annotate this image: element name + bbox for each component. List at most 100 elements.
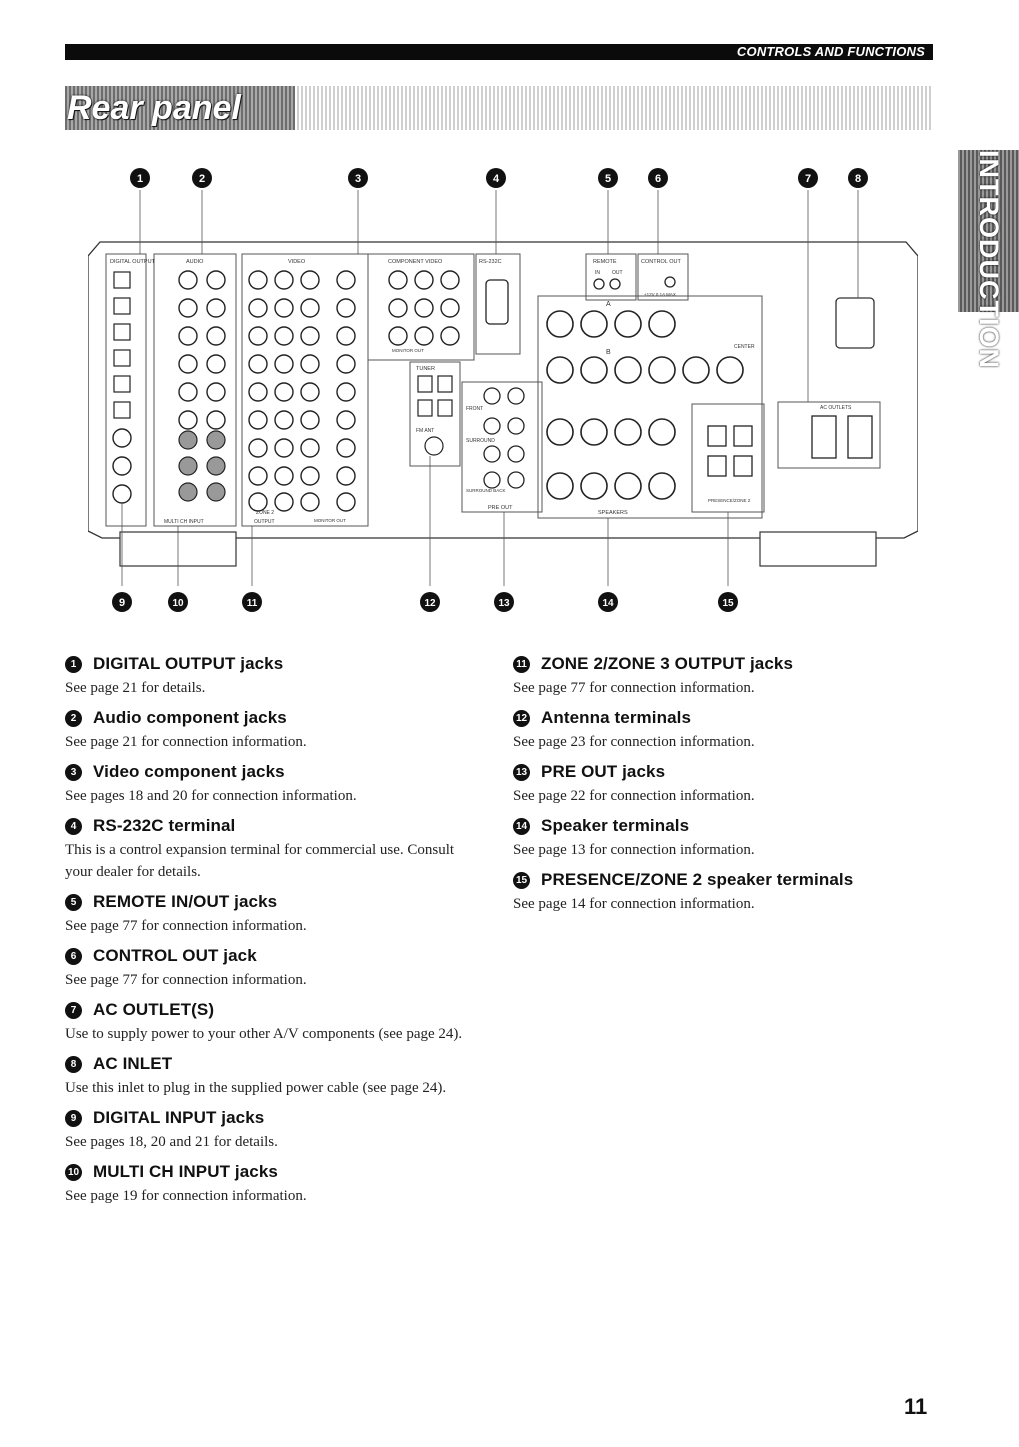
item-title: DIGITAL INPUT jacks (93, 1108, 265, 1127)
callout-1-label: 1 (137, 173, 143, 185)
ac-outlets-panel (777, 401, 881, 469)
label-surround: SURROUND (466, 438, 495, 444)
callout-15-label: 15 (722, 598, 734, 609)
video-jacks (248, 270, 356, 512)
callout-4: 4 (486, 168, 506, 188)
label-b: B (606, 349, 611, 356)
item-description: See pages 18 and 20 for connection infor… (65, 788, 357, 804)
item-description: This is a control expansion terminal for… (65, 842, 455, 880)
label-center: CENTER (734, 344, 755, 350)
side-tab-label: INTRODUCTION (974, 150, 1004, 369)
callout-6: 6 (648, 168, 668, 188)
callout-4-label: 4 (493, 173, 500, 185)
callout-12-label: 12 (424, 598, 436, 609)
item-number: 2 (65, 709, 82, 727)
label-front: FRONT (466, 406, 483, 412)
foot-right (759, 531, 877, 567)
item-title: Video component jacks (93, 762, 285, 781)
item-number: 9 (65, 1109, 82, 1127)
callout-6-label: 6 (655, 173, 661, 185)
label-rs232c: RS-232C (479, 259, 502, 265)
callout-2-label: 2 (199, 173, 205, 185)
label-digital-output: DIGITAL OUTPUT (110, 259, 156, 265)
label-tuner: TUNER (416, 366, 435, 372)
item-number: 15 (513, 871, 530, 889)
pre-out-panel (461, 381, 543, 513)
item-title: ZONE 2/ZONE 3 OUTPUT jacks (541, 654, 793, 673)
item-presence-zone2: 15 PRESENCE/ZONE 2 speaker terminals See … (513, 869, 933, 915)
item-description: See page 14 for connection information. (513, 896, 755, 912)
callout-5-label: 5 (605, 173, 611, 185)
digital-output-jacks (113, 271, 131, 419)
label-component-video: COMPONENT VIDEO (388, 259, 443, 265)
label-video: VIDEO (288, 259, 306, 265)
item-number: 1 (65, 655, 82, 673)
callout-2: 2 (192, 168, 212, 188)
callout-5: 5 (598, 168, 618, 188)
control-out-jack (664, 276, 676, 288)
rs232c-panel (475, 253, 521, 355)
item-number: 4 (65, 817, 82, 835)
item-description: See page 23 for connection information. (513, 734, 755, 750)
callout-11-label: 11 (247, 598, 258, 609)
callout-9-label: 9 (119, 597, 125, 609)
label-speakers: SPEAKERS (598, 510, 628, 516)
callout-3: 3 (348, 168, 368, 188)
item-title: REMOTE IN/OUT jacks (93, 892, 278, 911)
item-title: PRESENCE/ZONE 2 speaker terminals (541, 870, 854, 889)
callout-11: 11 (242, 592, 262, 612)
speakers-panel (537, 295, 763, 519)
item-title: AC OUTLET(S) (93, 1000, 215, 1019)
item-description: See page 19 for connection information. (65, 1188, 307, 1204)
label-monitor-out-2: MONITOR OUT (314, 518, 346, 523)
item-number: 6 (65, 947, 82, 965)
page-title: Rear panel (67, 89, 241, 127)
label-multi-ch-input: MULTI CH INPUT (164, 519, 204, 525)
item-description: See page 77 for connection information. (65, 972, 307, 988)
item-title: Audio component jacks (93, 708, 287, 727)
label-a: A (606, 301, 611, 308)
remote-jacks (593, 278, 621, 290)
item-number: 5 (65, 893, 82, 911)
callout-1: 1 (130, 168, 150, 188)
label-control-out: CONTROL OUT (641, 259, 681, 265)
callout-3-label: 3 (355, 173, 361, 185)
item-video-component: 3 Video component jacks See pages 18 and … (65, 761, 485, 807)
item-description: Use to supply power to your other A/V co… (65, 1026, 463, 1042)
callout-8-label: 8 (855, 173, 861, 185)
label-zone2: ZONE 2 (256, 510, 274, 516)
item-number: 3 (65, 763, 82, 781)
speaker-terminals (546, 310, 744, 500)
item-number: 7 (65, 1001, 82, 1019)
item-title: PRE OUT jacks (541, 762, 666, 781)
label-remote: REMOTE (593, 259, 617, 265)
item-description: See page 22 for connection information. (513, 788, 755, 804)
item-number: 13 (513, 763, 530, 781)
item-title: Speaker terminals (541, 816, 690, 835)
digital-output-panel (105, 253, 147, 527)
label-in: IN (595, 270, 600, 276)
callout-7: 7 (798, 168, 818, 188)
item-number: 8 (65, 1055, 82, 1073)
label-surround-back: SURROUND BACK (466, 488, 506, 493)
callout-14-label: 14 (602, 598, 614, 609)
section-header-bar: CONTROLS AND FUNCTIONS (65, 44, 933, 60)
ac-inlet (835, 297, 875, 349)
callout-8: 8 (848, 168, 868, 188)
item-description: See page 21 for details. (65, 680, 206, 696)
item-description: Use this inlet to plug in the supplied p… (65, 1080, 447, 1096)
item-title: CONTROL OUT jack (93, 946, 257, 965)
section-side-tab: INTRODUCTION (958, 150, 1019, 369)
callout-10-label: 10 (172, 598, 184, 609)
item-control-out: 6 CONTROL OUT jack See page 77 for connec… (65, 945, 485, 991)
